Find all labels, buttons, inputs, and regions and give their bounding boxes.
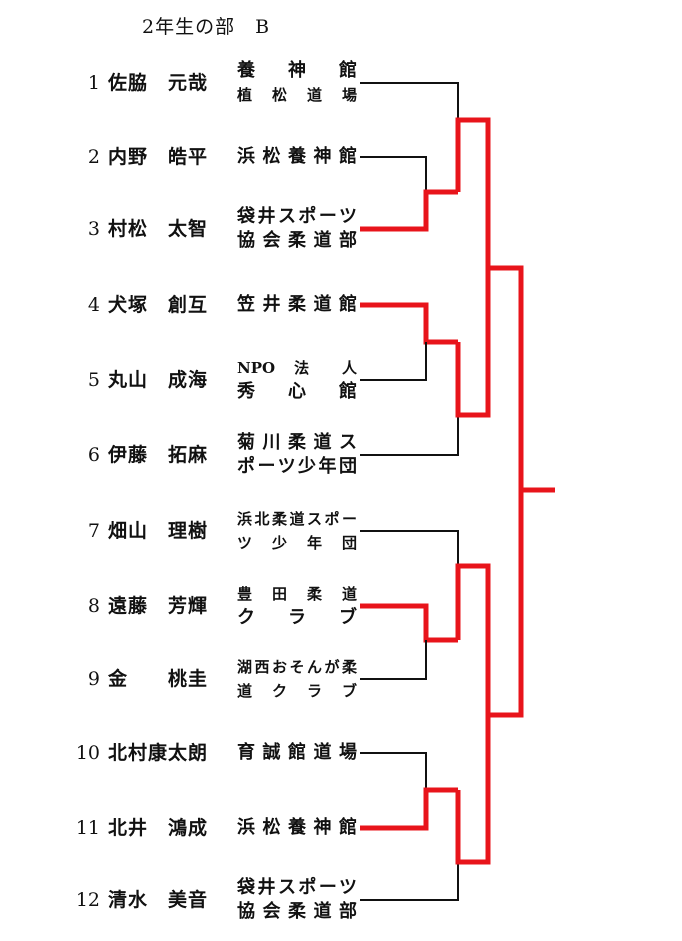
club-name: 笠井柔道館 — [237, 293, 357, 317]
bracket-line-entry-5 — [360, 342, 427, 381]
club-name: 菊川柔道スポーツ少年団 — [237, 431, 357, 479]
club-name: 浜北柔道スポーツ 少 年 団 — [237, 507, 357, 555]
entry-row: 8 遠藤 芳輝 豊 田 柔 道ク ラ ブ — [0, 578, 370, 634]
club-name-line: 育誠館道場 — [237, 742, 357, 763]
club-name-line: 浜松養神館 — [237, 146, 357, 167]
club-name-line: 豊 田 柔 道 — [237, 585, 357, 603]
club-name-line: ポーツ少年団 — [237, 456, 357, 477]
club-name: 豊 田 柔 道ク ラ ブ — [237, 582, 357, 630]
entry-row: 1 佐脇 元哉 養 神 館植 松 道 場 — [0, 55, 370, 111]
bracket-line-match-7-8 — [455, 563, 491, 715]
club-name: NPO 法 人秀 心 館 — [237, 356, 357, 404]
club-name-line: 袋井スポーツ — [237, 877, 357, 898]
club-name-line: 袋井スポーツ — [237, 206, 357, 227]
club-name: 袋井スポーツ協会柔道部 — [237, 876, 357, 924]
bracket-line-entry-11 — [360, 787, 458, 831]
entry-number: 10 — [75, 742, 100, 764]
club-name-line: ク ラ ブ — [237, 607, 357, 628]
player-name: 北村康太朗 — [108, 742, 209, 764]
entry-row: 5 丸山 成海 NPO 法 人秀 心 館 — [0, 352, 370, 408]
entry-number: 7 — [87, 520, 100, 542]
bracket-line-entry-4 — [360, 302, 458, 345]
player-name: 畑山 理樹 — [108, 520, 209, 542]
bracket-line-semifinal-bottom — [488, 490, 524, 718]
player-name: 内野 皓平 — [108, 146, 209, 168]
bracket-line-match-1-3 — [455, 117, 491, 268]
player-name: 佐脇 元哉 — [108, 72, 209, 94]
club-name: 浜松養神館 — [237, 145, 357, 169]
bracket-line-entry-12 — [360, 862, 459, 901]
entry-number: 4 — [87, 294, 100, 316]
page-title: 2年生の部 B — [142, 16, 271, 38]
club-name-line: ツ 少 年 団 — [237, 534, 357, 552]
player-name: 村松 太智 — [108, 218, 209, 240]
club-name: 湖西おそんが柔道 ク ラ ブ — [237, 655, 357, 703]
entry-row: 6 伊藤 拓麻 菊川柔道スポーツ少年団 — [0, 427, 370, 483]
club-name: 育誠館道場 — [237, 741, 357, 765]
bracket-line-entry-8 — [360, 603, 458, 643]
entry-row: 4 犬塚 創互 笠井柔道館 — [0, 277, 370, 333]
entry-row: 12 清水 美音 袋井スポーツ協会柔道部 — [0, 872, 370, 928]
club-name: 袋井スポーツ協会柔道部 — [237, 205, 357, 253]
club-name-line: 植 松 道 場 — [237, 86, 357, 104]
player-name: 犬塚 創互 — [108, 294, 209, 316]
club-name: 浜松養神館 — [237, 816, 357, 840]
club-name-line: 湖西おそんが柔 — [237, 658, 357, 676]
entry-row: 9 金 桃圭 湖西おそんが柔道 ク ラ ブ — [0, 651, 370, 707]
entry-number: 6 — [87, 444, 100, 466]
club-name-line: 道 ク ラ ブ — [237, 682, 357, 700]
club-name-line: 笠井柔道館 — [237, 294, 357, 315]
player-name: 伊藤 拓麻 — [108, 444, 209, 466]
bracket-line-entry-2 — [360, 156, 427, 192]
bracket-line-entry-3 — [360, 189, 458, 232]
bracket-line-semifinal-top — [488, 265, 524, 490]
bracket-line-match-4-6 — [455, 268, 491, 418]
entry-number: 12 — [75, 889, 100, 911]
entry-number: 11 — [75, 817, 100, 839]
club-name-line: 協会柔道部 — [237, 901, 357, 922]
entry-row: 11 北井 鴻成 浜松養神館 — [0, 800, 370, 856]
bracket-line-match-11-12 — [455, 715, 491, 865]
bracket-line-entry-6 — [360, 415, 459, 456]
club-name-line: 浜北柔道スポー — [237, 510, 357, 528]
player-name: 丸山 成海 — [108, 369, 209, 391]
bracket-line-entry-1 — [360, 82, 459, 118]
player-name: 遠藤 芳輝 — [108, 595, 209, 617]
entry-row: 2 内野 皓平 浜松養神館 — [0, 129, 370, 185]
club-name: 養 神 館植 松 道 場 — [237, 59, 357, 107]
club-name-line: 菊川柔道ス — [237, 432, 357, 453]
entry-number: 1 — [87, 72, 100, 94]
club-name-line: 養 神 館 — [237, 60, 357, 81]
bracket-line-entry-9 — [360, 640, 427, 680]
entry-row: 10 北村康太朗 育誠館道場 — [0, 725, 370, 781]
club-name-line: NPO 法 人 — [237, 359, 357, 377]
player-name: 清水 美音 — [108, 889, 209, 911]
entry-number: 8 — [87, 595, 100, 617]
bracket-line-entry-10 — [360, 752, 427, 790]
entry-row: 7 畑山 理樹 浜北柔道スポーツ 少 年 団 — [0, 503, 370, 559]
entry-row: 3 村松 太智 袋井スポーツ協会柔道部 — [0, 201, 370, 257]
player-name: 北井 鴻成 — [108, 817, 209, 839]
club-name-line: 協会柔道部 — [237, 230, 357, 251]
bracket-line-entry-7 — [360, 530, 459, 566]
entry-number: 2 — [87, 146, 100, 168]
player-name: 金 桃圭 — [108, 668, 209, 690]
entry-number: 9 — [87, 668, 100, 690]
entry-number: 5 — [87, 369, 100, 391]
club-name-line: 秀 心 館 — [237, 381, 357, 402]
club-name-line: 浜松養神館 — [237, 817, 357, 838]
entry-number: 3 — [87, 218, 100, 240]
